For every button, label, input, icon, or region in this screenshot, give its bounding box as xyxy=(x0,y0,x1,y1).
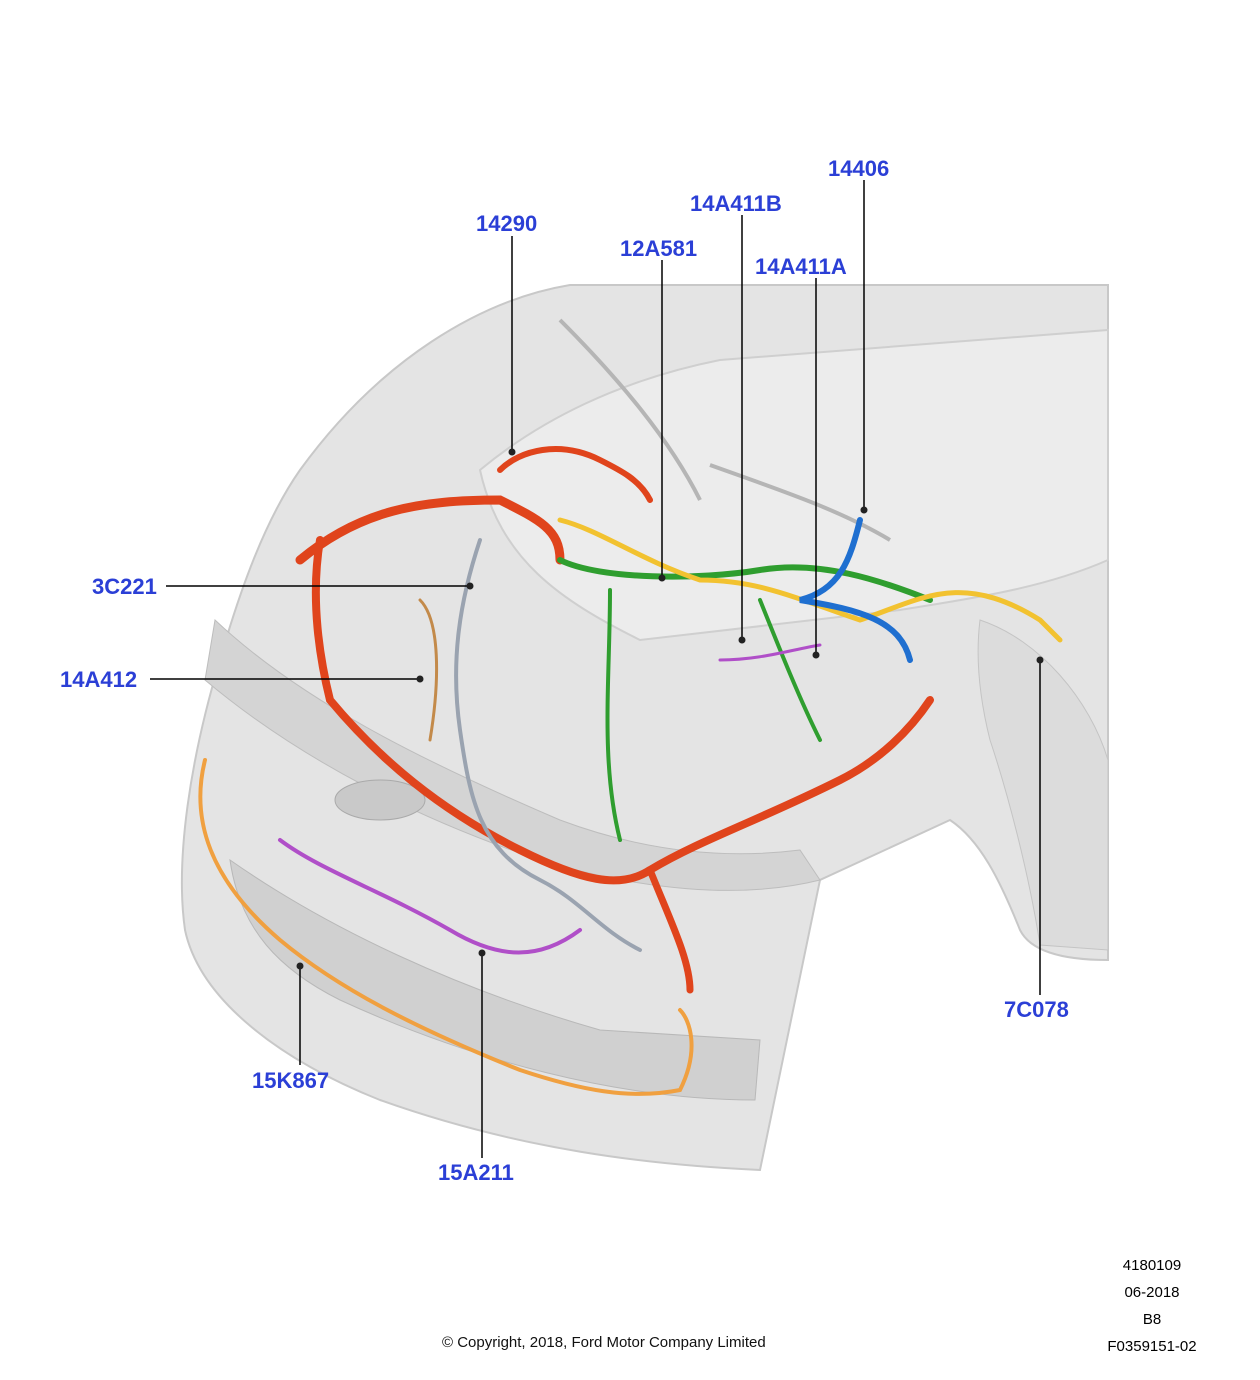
callout-14406: 14406 xyxy=(828,156,889,181)
callout-14A412: 14A412 xyxy=(60,667,137,692)
figure-id: F0359151-02 xyxy=(1107,1338,1197,1355)
figure-metadata: 4180109 06-2018 B8 F0359151-02 xyxy=(1082,1252,1222,1360)
callout-labels: 14406 14A411B 14290 12A581 14A411A 3C221… xyxy=(60,156,1069,1185)
main-harness xyxy=(198,446,1063,1096)
callout-15K867: 15K867 xyxy=(252,1068,329,1093)
callout-14A411A: 14A411A xyxy=(755,254,847,279)
callout-15A211: 15A211 xyxy=(438,1160,514,1185)
version-label: B8 xyxy=(1142,1311,1162,1328)
callout-7C078: 7C078 xyxy=(1004,997,1069,1022)
revision-date: 06-2018 xyxy=(1124,1284,1180,1301)
callout-14A411B: 14A411B xyxy=(690,191,782,216)
leader-lines xyxy=(150,180,1044,1158)
copyright-notice: © Copyright, 2018, Ford Motor Company Li… xyxy=(442,1334,766,1351)
callout-12A581: 12A581 xyxy=(620,236,697,261)
reference-number: 4180109 xyxy=(1122,1257,1182,1274)
callout-3C221: 3C221 xyxy=(92,574,157,599)
vehicle-body xyxy=(180,284,1109,1172)
callout-14290: 14290 xyxy=(476,211,537,236)
